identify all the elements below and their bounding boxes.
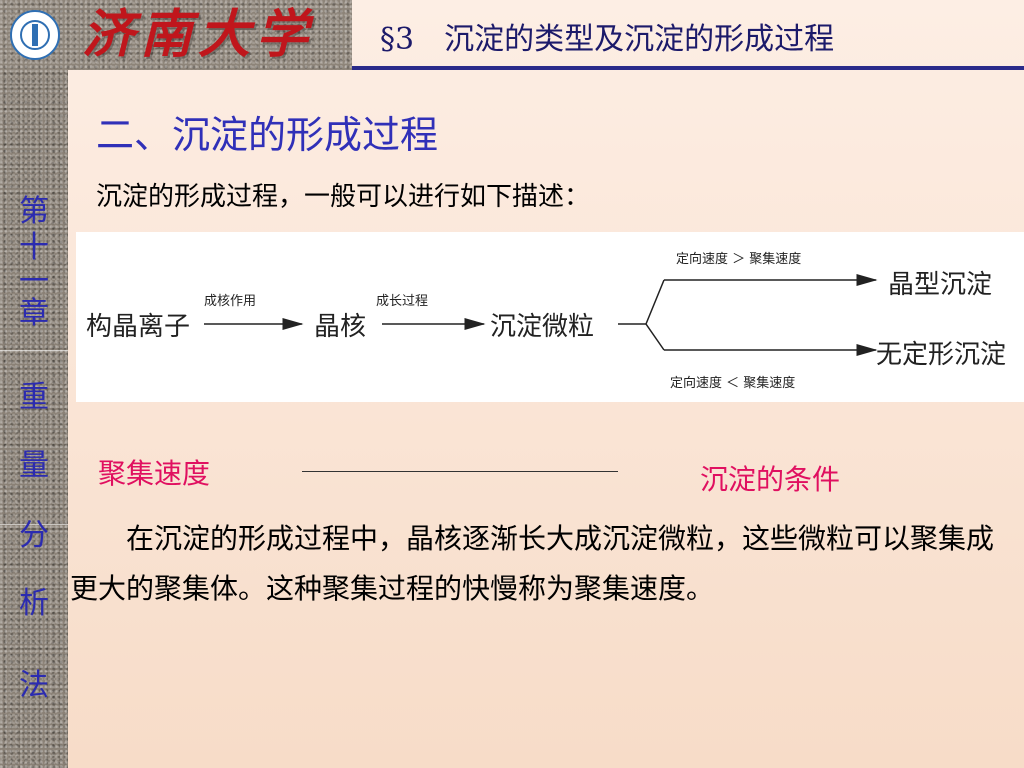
diagram-lines [204, 274, 878, 356]
chapter-char: 一 [19, 264, 49, 299]
chapter-char: 十 [19, 230, 49, 265]
label-growth: 成长过程 [376, 294, 429, 309]
sidebar-divider [0, 350, 68, 351]
section-heading: 二、沉淀的形成过程 [96, 113, 439, 157]
body-paragraph: 在沉淀的形成过程中，晶核逐渐长大成沉淀微粒，这些微粒可以聚集成更大的聚集体。这种… [70, 522, 995, 605]
node-amorphous: 无定形沉淀 [876, 340, 1007, 370]
intro-text: 沉淀的形成过程，一般可以进行如下描述： [96, 182, 591, 212]
university-name: 济南大学 [82, 4, 315, 65]
chapter-char: 析 [19, 586, 49, 621]
label-lower: 定向速度 ＜ 聚集速度 [670, 376, 796, 391]
label-aggregation-rate: 聚集速度 [98, 457, 211, 490]
slide-title: §3 沉淀的类型及沉淀的形成过程 [380, 22, 835, 57]
header-banner: 济南大学 [0, 0, 352, 70]
process-diagram: 构晶离子 成核作用 晶核 成长过程 沉淀微粒 定向速度 ＞ 聚集速度 晶型沉淀 … [76, 232, 1024, 402]
fill-in-blank-line [302, 471, 618, 472]
label-nucleation: 成核作用 [204, 294, 257, 309]
node-nucleus: 晶核 [314, 312, 367, 342]
university-seal-icon [10, 10, 60, 60]
chapter-char: 重 [19, 380, 49, 415]
chapter-char: 分 [19, 518, 49, 553]
node-crystalline: 晶型沉淀 [888, 270, 993, 300]
chapter-char: 法 [19, 668, 49, 703]
sidebar [0, 0, 68, 768]
node-particles: 沉淀微粒 [490, 312, 595, 342]
label-precipitation-conditions: 沉淀的条件 [700, 463, 841, 496]
header-rule [352, 66, 1024, 70]
label-upper: 定向速度 ＞ 聚集速度 [676, 252, 802, 267]
sidebar-divider [0, 524, 68, 525]
branch-fork [645, 279, 665, 351]
seal-emblem [32, 24, 38, 46]
chapter-char: 章 [19, 296, 49, 331]
seal-ring [20, 20, 50, 50]
node-ions: 构晶离子 [86, 312, 191, 342]
chapter-char: 量 [19, 448, 49, 483]
chapter-char: 第 [19, 194, 49, 229]
